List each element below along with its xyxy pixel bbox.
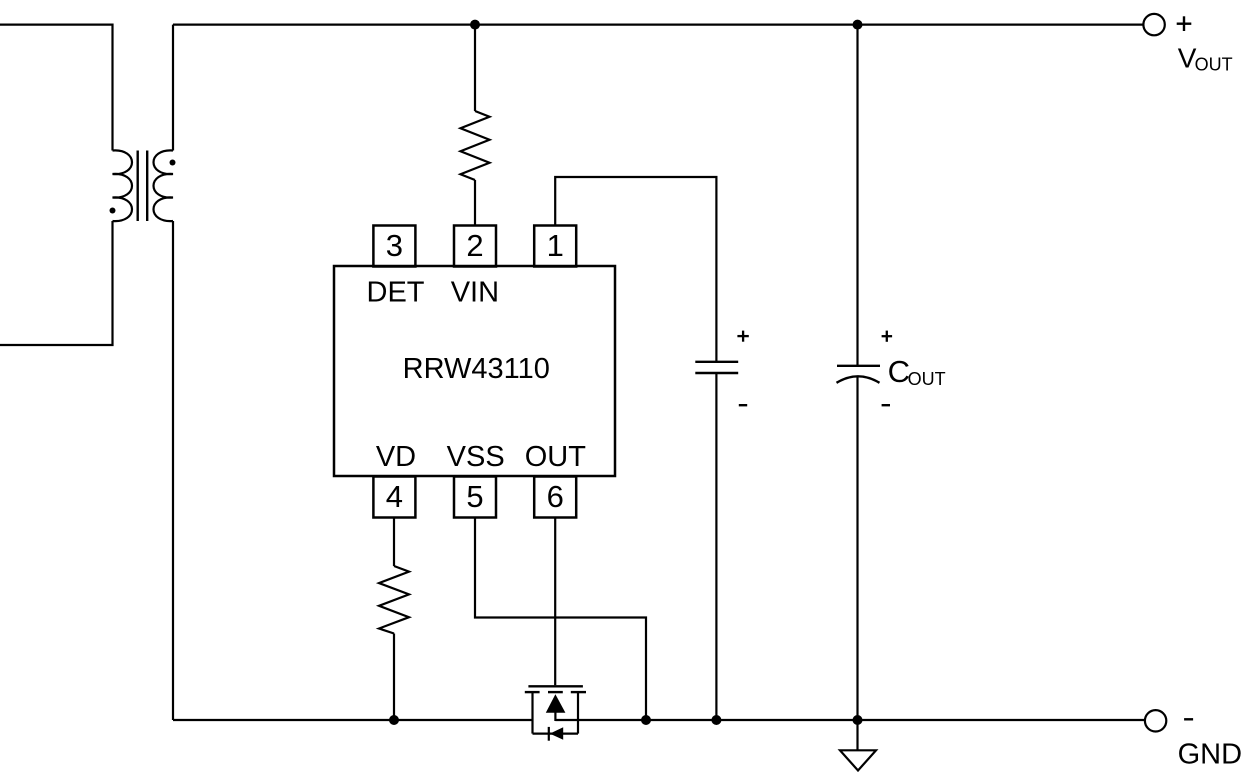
svg-text:OUT: OUT xyxy=(908,369,946,389)
svg-text:OUT: OUT xyxy=(1195,55,1233,75)
svg-text:DET: DET xyxy=(367,277,425,309)
svg-text:RRW43110: RRW43110 xyxy=(403,353,550,385)
svg-text:C: C xyxy=(888,354,910,389)
svg-text:VD: VD xyxy=(376,441,416,473)
svg-text:1: 1 xyxy=(547,228,564,263)
svg-text:V: V xyxy=(1178,42,1197,73)
svg-text:GND: GND xyxy=(1178,738,1242,770)
svg-text:2: 2 xyxy=(466,228,483,263)
svg-text:VIN: VIN xyxy=(451,277,499,309)
svg-text:3: 3 xyxy=(386,228,403,263)
svg-text:4: 4 xyxy=(386,479,403,514)
svg-text:6: 6 xyxy=(547,479,564,514)
svg-text:OUT: OUT xyxy=(525,441,587,473)
svg-text:5: 5 xyxy=(466,479,483,514)
svg-text:VSS: VSS xyxy=(447,441,505,473)
